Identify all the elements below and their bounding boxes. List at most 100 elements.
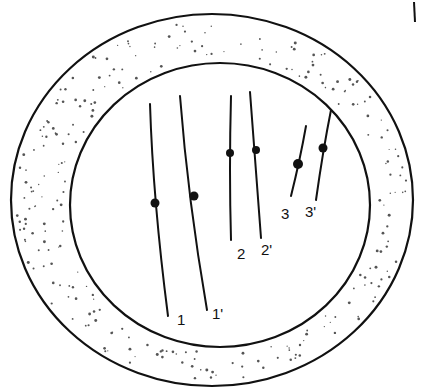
stipple-dot xyxy=(33,149,35,151)
stipple-dot xyxy=(110,332,113,335)
stipple-dot xyxy=(107,350,108,351)
stipple-dot xyxy=(77,271,78,272)
stipple-dot xyxy=(291,46,293,48)
stipple-dot xyxy=(154,46,156,48)
stipple-dot xyxy=(52,127,55,130)
stipple-dot xyxy=(154,43,156,45)
stipple-dot xyxy=(299,75,301,77)
stipple-dot xyxy=(270,346,272,348)
stipple-dot xyxy=(185,351,187,353)
stipple-dot xyxy=(106,58,109,61)
stipple-dot xyxy=(75,297,78,300)
stipple-dot xyxy=(56,199,58,201)
stipple-dot xyxy=(58,172,59,173)
stipple-dot xyxy=(210,376,212,378)
stipple-dot xyxy=(104,350,106,352)
stipple-dot xyxy=(33,267,35,269)
stipple-dot xyxy=(367,134,369,136)
stipple-dot xyxy=(94,101,97,104)
stipple-dot xyxy=(121,328,123,330)
stipple-dot xyxy=(381,119,382,120)
stipple-dot xyxy=(181,361,183,363)
stipple-dot xyxy=(23,228,25,230)
stipple-dot xyxy=(68,285,70,287)
stipple-dot xyxy=(380,278,382,280)
stipple-dot xyxy=(135,55,136,56)
stipple-dot xyxy=(321,82,324,85)
stipple-dot xyxy=(242,352,245,355)
stipple-dot xyxy=(57,99,59,101)
stipple-dot xyxy=(25,169,27,171)
stipple-dot xyxy=(344,90,346,92)
centromere xyxy=(293,159,303,169)
stipple-dot xyxy=(291,69,292,70)
stipple-dot xyxy=(386,245,388,247)
stipple-dot xyxy=(112,332,113,333)
stipple-dot xyxy=(338,103,340,105)
stipple-dot xyxy=(168,35,171,38)
stipple-dot xyxy=(215,374,216,375)
stipple-dot xyxy=(289,358,292,361)
centromeres xyxy=(151,144,328,208)
stipple-dot xyxy=(304,76,307,79)
stipple-dot xyxy=(58,164,59,165)
stipple-dot xyxy=(51,302,53,304)
stipple-dot xyxy=(38,249,40,251)
stipple-dot xyxy=(92,89,94,91)
stipple-dot xyxy=(305,333,308,336)
stipple-dot xyxy=(161,349,163,351)
stipple-dot xyxy=(364,101,366,103)
stipple-dot xyxy=(62,230,64,232)
stipple-dot xyxy=(95,57,97,59)
stipple-dot xyxy=(175,24,177,26)
stipple-dot xyxy=(86,286,87,287)
stipple-dot xyxy=(295,354,297,356)
stipple-dot xyxy=(59,284,61,286)
stipple-dot xyxy=(52,282,55,285)
stipple-dot xyxy=(109,75,111,77)
stipple-dot xyxy=(307,71,310,74)
stipple-dot xyxy=(90,103,92,105)
stipple-dot xyxy=(55,102,57,104)
stipple-dot xyxy=(99,309,101,311)
stipple-dot xyxy=(205,369,208,372)
stipple-dot xyxy=(381,136,383,138)
stipple-dot xyxy=(60,88,62,90)
stipple-dot xyxy=(22,153,25,156)
stipple-dot xyxy=(359,274,362,277)
stipple-dot xyxy=(356,81,358,83)
stipple-dot xyxy=(204,32,206,34)
stipple-dot xyxy=(364,276,367,279)
stipple-dot xyxy=(404,190,406,192)
stipple-dot xyxy=(122,87,123,88)
stipple-dot xyxy=(348,78,351,81)
stipple-dot xyxy=(64,181,66,183)
stipple-dot xyxy=(72,286,74,288)
stipple-dot xyxy=(364,284,366,286)
chromosome xyxy=(180,96,207,310)
stipple-dot xyxy=(64,88,66,90)
stipple-dot xyxy=(288,349,290,351)
stipple-dot xyxy=(45,136,47,138)
stipple-dot xyxy=(383,204,384,205)
stipple-dot xyxy=(161,356,164,359)
stipple-dot xyxy=(93,310,96,313)
stipple-dot xyxy=(277,357,279,359)
stipple-dot xyxy=(369,96,372,99)
centromere xyxy=(226,149,234,157)
stipple-dot xyxy=(72,77,75,80)
stipple-dot xyxy=(191,40,193,42)
stipple-dot xyxy=(402,192,404,194)
stipple-dot xyxy=(90,115,93,118)
stipple-dot xyxy=(19,221,21,223)
stipple-dot xyxy=(92,109,95,112)
callout-number: 2 xyxy=(236,246,246,261)
stipple-dot xyxy=(389,173,391,175)
stipple-dot xyxy=(287,346,288,347)
stipple-dot xyxy=(387,160,389,162)
stipple-dot xyxy=(386,225,388,227)
stipple-dot xyxy=(294,41,297,44)
stipple-dot xyxy=(150,71,151,72)
chromosome xyxy=(150,104,168,316)
stipple-dot xyxy=(259,38,261,40)
